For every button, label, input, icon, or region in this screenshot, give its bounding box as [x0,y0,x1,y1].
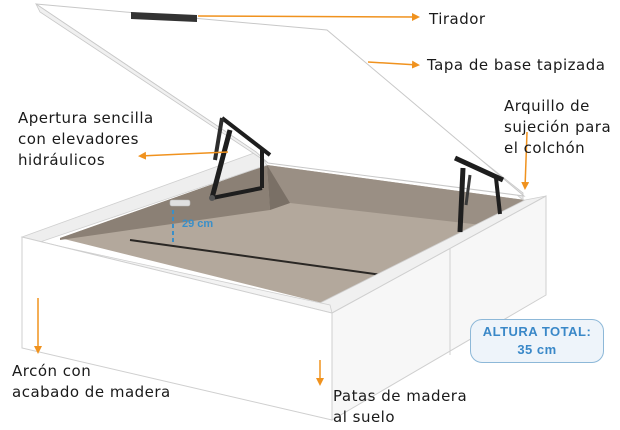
label-tapa: Tapa de base tapizada [427,56,606,74]
label-apertura-line2: con elevadores [18,130,139,148]
total-height-badge: ALTURA TOTAL: 35 cm [470,319,604,363]
label-tirador: Tirador [429,10,486,28]
annotation-arrows [34,12,530,386]
label-apertura-line1: Apertura sencilla [18,109,154,127]
label-patas-line2: al suelo [333,408,396,426]
label-arquillo-line1: Arquillo de [504,97,590,115]
label-patas-line1: Patas de madera [333,387,468,405]
label-arquillo-line3: el colchón [504,139,586,157]
label-arcon-line1: Arcón con [12,362,92,380]
depth-dimension [169,199,191,242]
depth-label: 29 cm [182,218,214,230]
total-height-title: ALTURA TOTAL: [482,324,592,339]
label-apertura-line3: hidráulicos [18,151,106,169]
total-height-value: 35 cm [517,342,557,357]
pull-handle [131,12,197,22]
label-arcon-line2: acabado de madera [12,383,171,401]
hydraulic-lift-right [453,155,505,233]
right-face [331,195,547,421]
label-arquillo-line2: sujeción para [504,118,612,136]
